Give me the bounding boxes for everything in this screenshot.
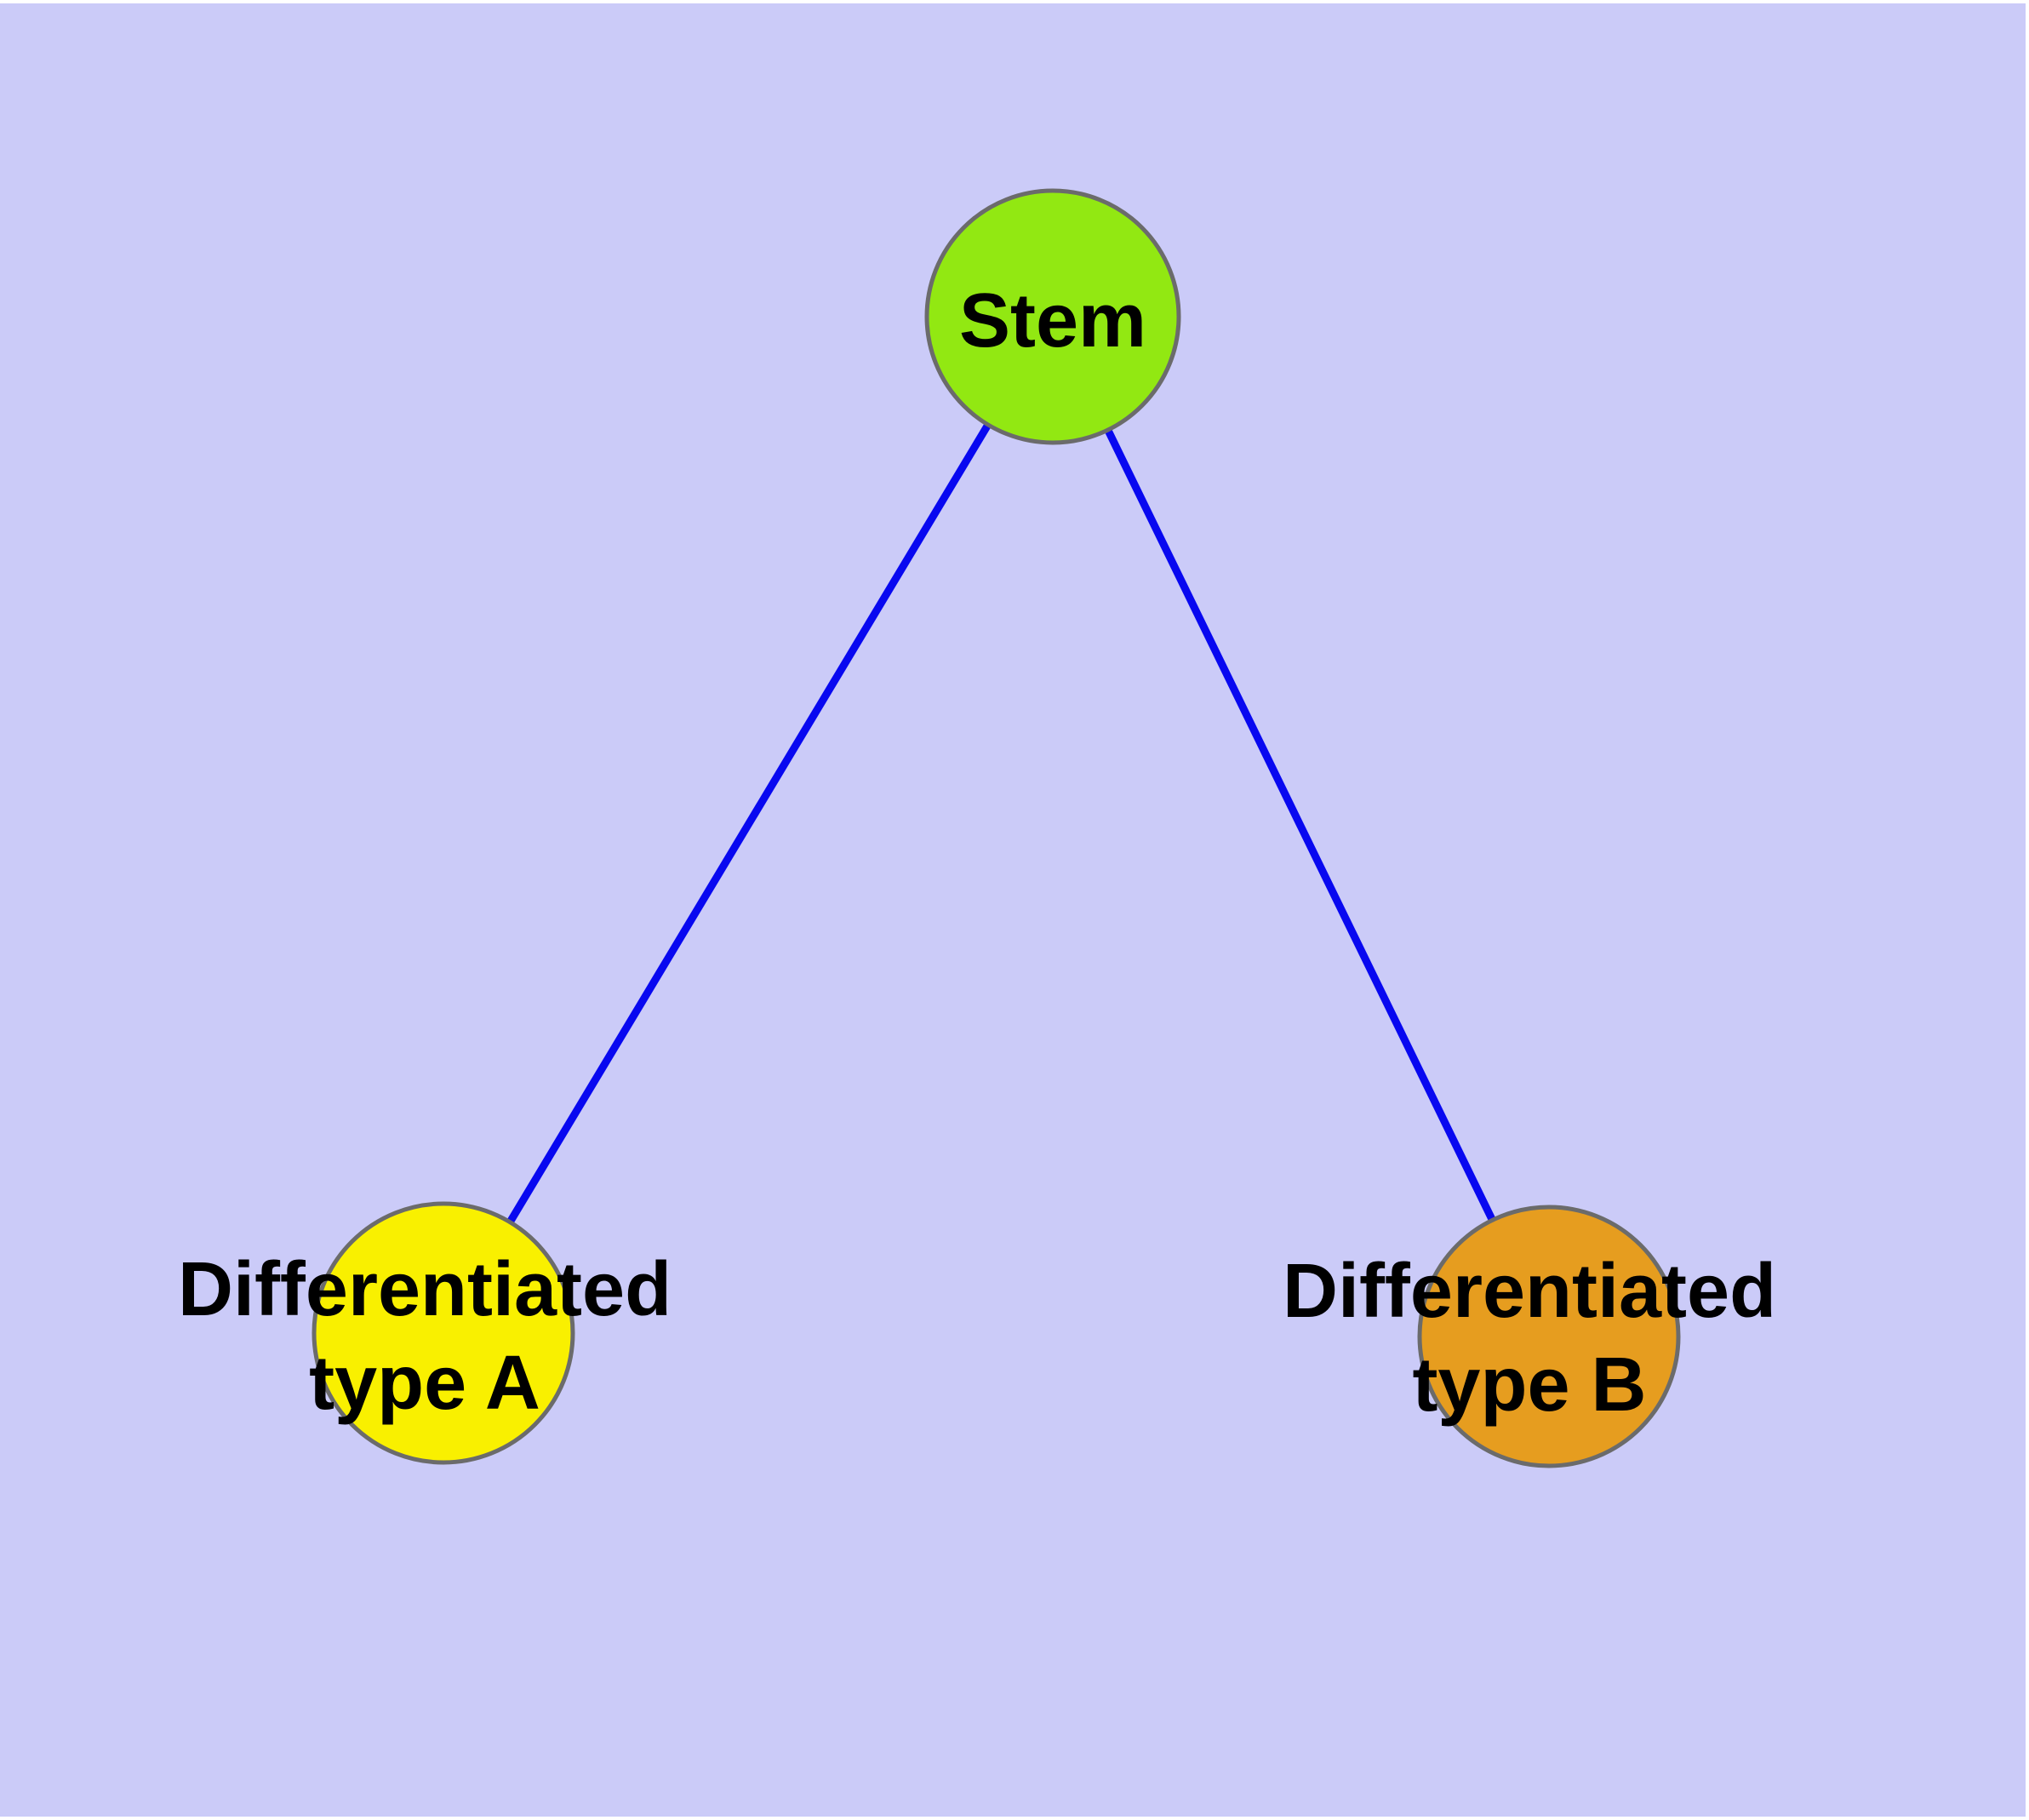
node-type-a-label-line1: Differentiated [177, 1247, 672, 1332]
node-type-b-label-line1: Differentiated [1282, 1249, 1777, 1334]
edge-stem-to-type-a [440, 314, 1056, 1336]
node-type-a-label-line2: type A [309, 1341, 540, 1426]
node-stem-circle [924, 188, 1181, 445]
node-type-b-label-line2: type B [1412, 1342, 1647, 1428]
node-stem-label: Stem [958, 278, 1147, 363]
node-type-a-label: Differentiated type A [178, 1243, 672, 1430]
edge-stem-to-type-b [1049, 315, 1553, 1338]
node-type-a-circle [311, 1201, 575, 1465]
node-type-b-label: Differentiated type B [1283, 1245, 1776, 1432]
node-type-b-circle [1417, 1205, 1681, 1468]
